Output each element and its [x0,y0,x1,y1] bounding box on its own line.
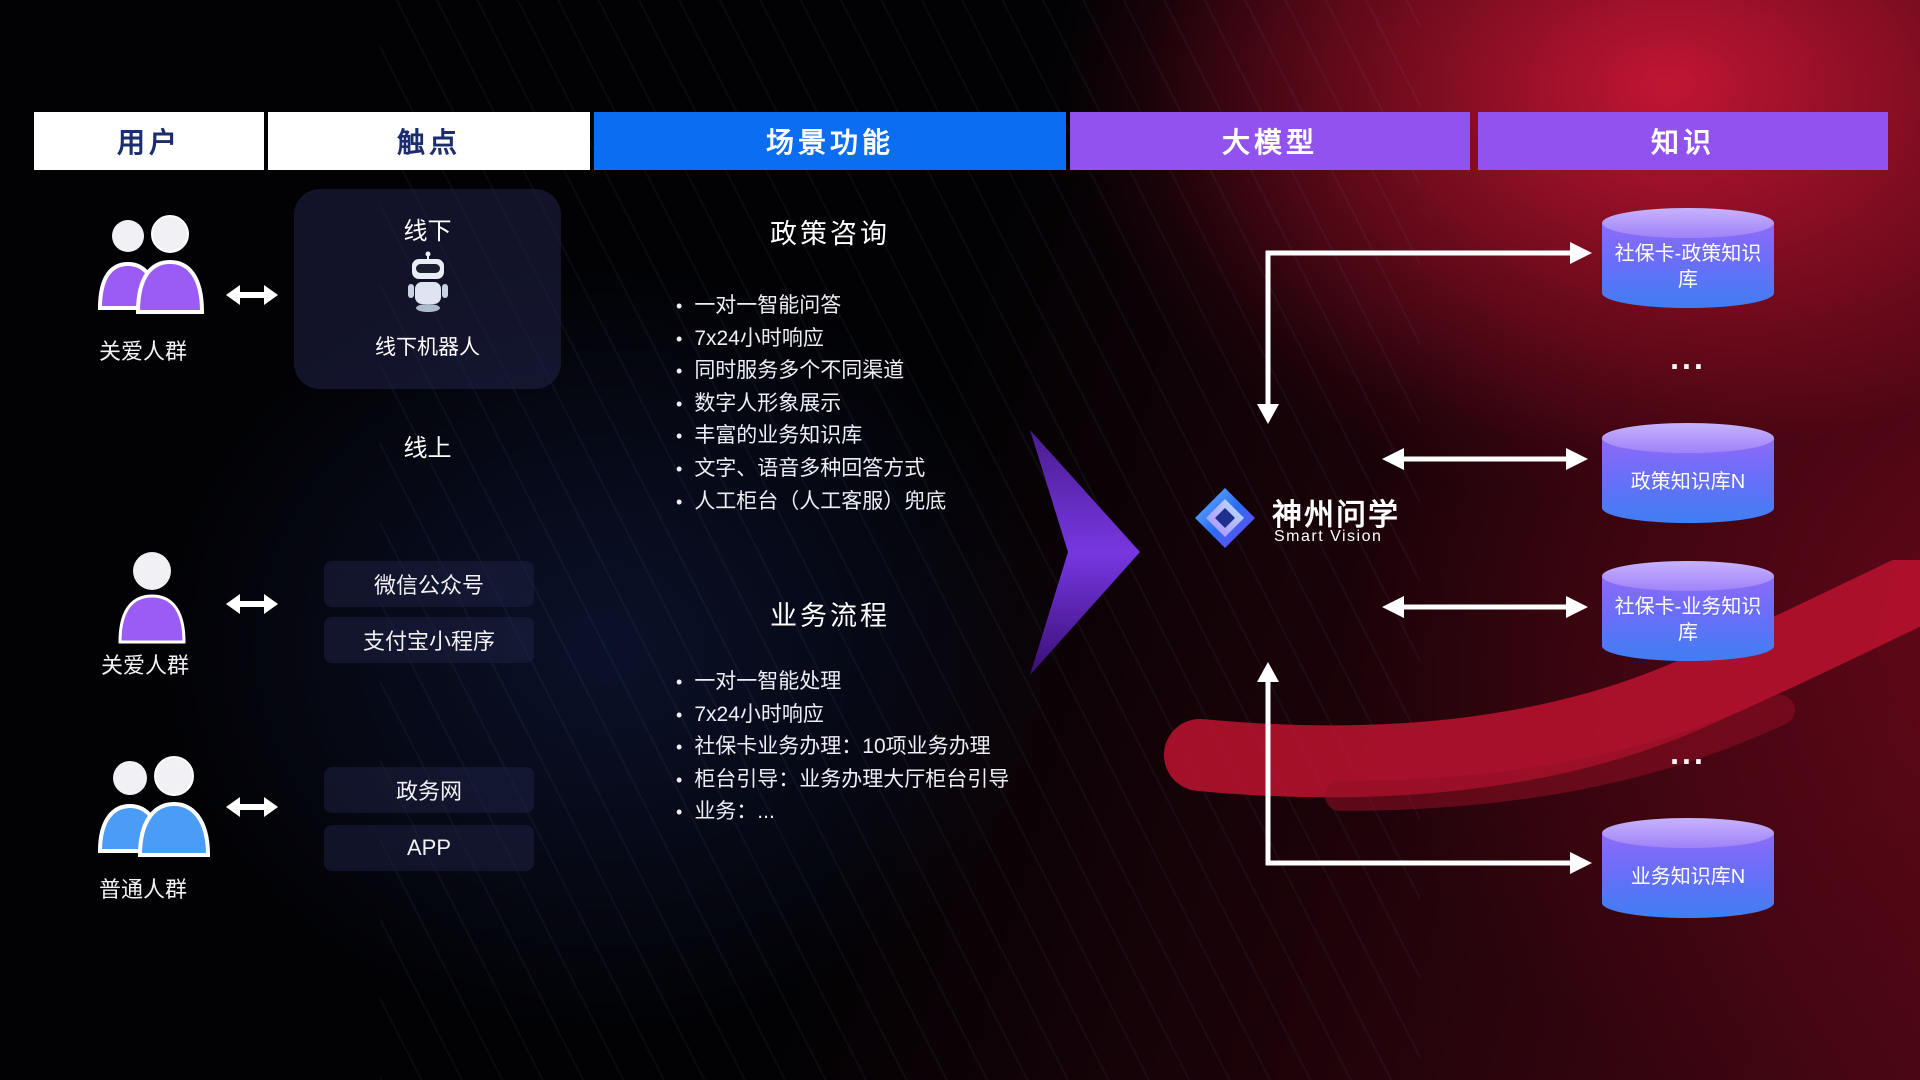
column-header-knowledge-label: 知识 [1650,127,1715,158]
user-group-blue-icon [88,753,216,864]
offline-robot-label: 线下机器人 [375,336,480,359]
scenario-section1-title: 政策咨询 [770,219,890,249]
smart-vision-logo-icon [1195,488,1255,548]
cylinder-top [1602,423,1774,453]
user-group2-label: 普通人群 [98,877,187,902]
offline-title: 线下 [403,218,452,245]
list-item: 业务：... [676,796,1009,829]
left-right-arrow-icon [226,794,278,825]
scenario-section2-title: 业务流程 [770,601,890,631]
column-header-knowledge: 知识 [1478,112,1888,170]
knowledge-db-label: 政策知识库N [1630,471,1746,493]
cylinder-top [1602,561,1774,591]
list-item: 7x24小时响应 [676,323,946,356]
left-right-arrow-icon [226,282,278,313]
cylinder-top [1602,208,1774,238]
column-header-users: 用户 [34,112,264,170]
knowledge-db-business-n: 业务知识库N [1602,818,1774,918]
scenario-section2-list: 一对一智能处理 7x24小时响应 社保卡业务办理：10项业务办理 柜台引导：业务… [676,666,1009,829]
list-item: 人工柜台（人工客服）兜底 [676,486,946,519]
list-item: 一对一智能处理 [676,666,1009,699]
background-blue-glow [0,0,1100,1080]
offline-touchpoint-card: 线下 线下机器人 [294,189,561,389]
ellipsis-dots: ... [1670,735,1706,771]
model-subtitle: Smart Vision [1274,528,1383,545]
user-group1-label: 关爱人群 [98,339,187,364]
column-header-touchpoints-label: 触点 [396,127,461,158]
channel-wechat: 微信公众号 [324,561,534,607]
column-header-scenario: 场景功能 [594,112,1066,170]
knowledge-db-label: 社保卡-业务知识库 [1614,596,1762,644]
red-swoosh-shape [1164,560,1920,811]
knowledge-db-social-business: 社保卡-业务知识库 [1602,561,1774,661]
list-item: 一对一智能问答 [676,290,946,323]
background-diagonal-streaks [380,0,1420,1080]
flow-arrow-right-icon [1030,430,1140,675]
ellipsis-dots: ... [1670,340,1706,376]
column-header-touchpoints: 触点 [268,112,590,170]
left-right-arrow-icon [226,591,278,622]
channel-app: APP [324,825,534,871]
knowledge-db-label: 业务知识库N [1630,866,1746,888]
model-name: 神州问学 [1272,499,1400,532]
online-title: 线上 [403,435,452,462]
list-item: 柜台引导：业务办理大厅柜台引导 [676,764,1009,797]
channel-gov-web: 政务网 [324,767,534,813]
list-item: 数字人形象展示 [676,388,946,421]
column-header-model-label: 大模型 [1221,127,1318,158]
column-header-model: 大模型 [1070,112,1470,170]
list-item: 社保卡业务办理：10项业务办理 [676,731,1009,764]
robot-icon [403,251,453,318]
user-single-purple-icon [116,548,188,651]
column-header-users-label: 用户 [116,127,181,158]
list-item: 同时服务多个不同渠道 [676,355,946,388]
knowledge-db-label: 社保卡-政策知识库 [1614,243,1762,291]
knowledge-db-social-policy: 社保卡-政策知识库 [1602,208,1774,308]
user-group-purple-icon [88,212,212,321]
list-item: 7x24小时响应 [676,699,1009,732]
knowledge-db-policy-n: 政策知识库N [1602,423,1774,523]
user-single-label: 关爱人群 [100,653,189,678]
channel-alipay: 支付宝小程序 [324,617,534,663]
list-item: 丰富的业务知识库 [676,420,946,453]
cylinder-top [1602,818,1774,848]
scenario-section1-list: 一对一智能问答 7x24小时响应 同时服务多个不同渠道 数字人形象展示 丰富的业… [676,290,946,518]
column-header-scenario-label: 场景功能 [765,127,894,158]
list-item: 文字、语音多种回答方式 [676,453,946,486]
